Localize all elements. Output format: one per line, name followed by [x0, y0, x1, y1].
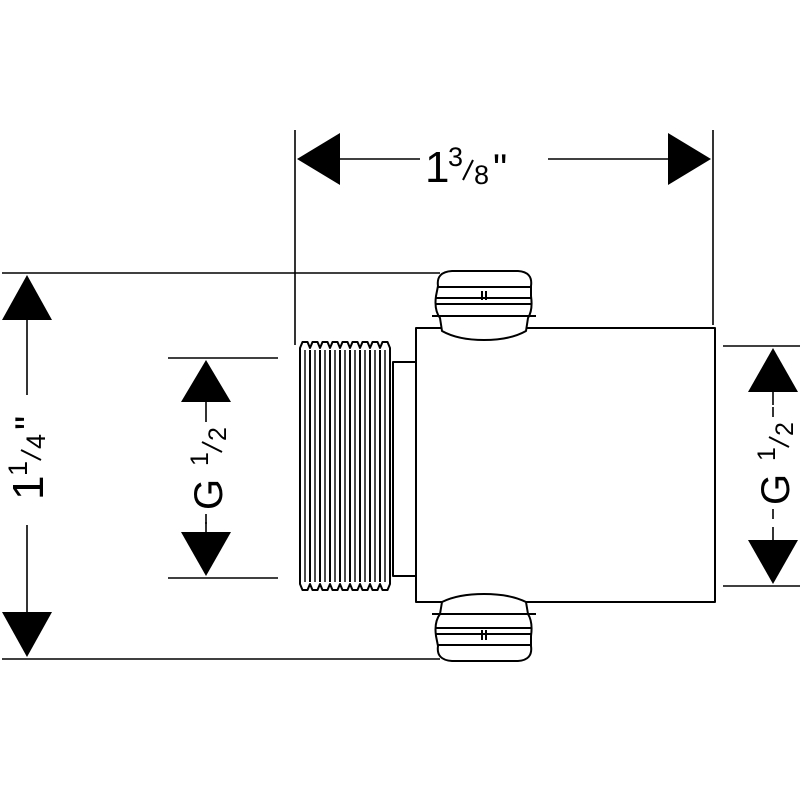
arrow-right-icon: [668, 133, 711, 185]
arrow-up-icon: [181, 360, 231, 402]
width-denominator: 8: [474, 160, 489, 190]
arrow-up-icon: [2, 275, 52, 320]
height-unit: ": [8, 416, 52, 430]
right-thread-numerator: 1: [753, 447, 781, 461]
left-thread-numerator: 1: [186, 452, 214, 466]
right-thread-denominator: 2: [771, 422, 799, 436]
threaded-end: [299, 341, 391, 591]
arrowheads: [2, 133, 798, 657]
height-numerator: 1: [3, 461, 33, 476]
arrow-up-icon: [748, 348, 798, 392]
height-dimension-label: 1 1 4 ": [3, 416, 53, 500]
width-numerator: 3: [448, 142, 463, 172]
arrow-down-icon: [748, 540, 798, 584]
fraction-slash: [20, 449, 42, 461]
left-thread-letter: G: [187, 479, 231, 510]
fraction-slash: [462, 159, 474, 181]
fraction-slash: [768, 436, 790, 448]
arrow-left-icon: [297, 133, 340, 185]
part-outline: [299, 270, 716, 662]
right-thread-label: G 1 2: [753, 407, 799, 519]
width-dimension-label: 1 3 8 ": [425, 142, 507, 192]
arrow-down-icon: [181, 532, 231, 576]
right-thread-letter: G: [754, 474, 798, 505]
main-body: [415, 327, 716, 603]
dimension-lines: [2, 130, 800, 660]
width-whole: 1: [425, 143, 449, 192]
width-unit: ": [493, 147, 507, 191]
left-thread-label: G 1 2: [186, 412, 232, 524]
height-denominator: 4: [21, 434, 51, 449]
top-cap: [434, 270, 533, 341]
left-thread-denominator: 2: [204, 427, 232, 441]
fraction-slash: [201, 441, 223, 453]
height-whole: 1: [4, 476, 53, 500]
neck: [392, 361, 417, 577]
arrow-down-icon: [2, 612, 52, 657]
